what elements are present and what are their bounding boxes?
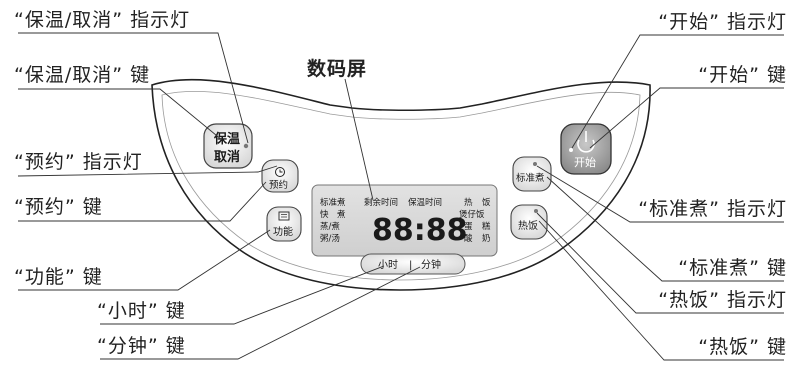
- hour-button[interactable]: 小时: [378, 259, 398, 271]
- callout-keep-warm-key: “保温/取消” 键: [14, 64, 151, 86]
- lcd-mode-yogurt-a: 酸: [464, 233, 473, 244]
- lcd-mode-yogurt-b: 奶: [482, 233, 491, 244]
- timer-button[interactable]: 预约: [261, 159, 299, 193]
- keep-warm-label: 保温: [213, 131, 240, 147]
- leader-standard-indicator: [536, 165, 784, 223]
- callout-start-key: “开始” 键: [698, 64, 787, 86]
- callout-standard-key: “标准煮” 键: [678, 257, 787, 279]
- leader-standard-key: [546, 176, 784, 282]
- callout-reheat-key: “热饭” 键: [698, 336, 787, 358]
- clock-icon: [275, 167, 285, 177]
- lcd-mode-claypot: 煲仔饭: [459, 209, 485, 220]
- callout-reheat-indicator: “热饭” 指示灯: [658, 289, 787, 311]
- reheat-indicator-light: [534, 209, 538, 213]
- leader-function-key: [18, 229, 271, 291]
- leader-hour-key: [100, 265, 385, 325]
- leader-start-key: [589, 87, 784, 149]
- callout-display: 数码屏: [307, 58, 368, 80]
- callout-function-key: “功能” 键: [14, 266, 103, 288]
- lcd-label-remaining: 剩余时间: [364, 197, 398, 208]
- callout-timer-key: “预约” 键: [14, 196, 103, 218]
- menu-icon: [278, 211, 290, 221]
- callout-start-indicator: “开始” 指示灯: [658, 11, 787, 33]
- lcd-mode-cake-b: 糕: [482, 221, 491, 232]
- cancel-label: 取消: [214, 149, 240, 165]
- start-button-label: 开始: [574, 155, 596, 169]
- lcd-mode-cake-a: 蛋: [464, 222, 473, 232]
- lcd-label-keepwarm: 保温时间: [408, 197, 442, 208]
- leader-start-indicator: [571, 34, 784, 149]
- keep-warm-indicator-light: [243, 143, 249, 149]
- minute-button[interactable]: 分钟: [421, 258, 441, 271]
- lcd-mode-porridge: 粥/汤: [320, 233, 340, 244]
- function-button-label: 功能: [273, 225, 293, 238]
- hour-minute-pill: [360, 253, 466, 275]
- leader-display: [344, 78, 374, 201]
- start-indicator-light: [569, 148, 573, 152]
- hour-button-label: 小时: [378, 259, 398, 271]
- lcd-digits: 88:88: [372, 213, 468, 248]
- timer-button-label: 预约: [269, 179, 288, 191]
- callout-minute-key: “分钟” 键: [97, 335, 186, 357]
- reheat-label: 热饭: [518, 219, 538, 232]
- start-button[interactable]: 开始: [560, 123, 612, 175]
- callout-standard-indicator: “标准煮” 指示灯: [638, 198, 787, 220]
- leader-keep-warm-key: [18, 88, 223, 141]
- leader-reheat-indicator: [536, 212, 784, 314]
- power-icon: [577, 139, 595, 153]
- standard-cook-label: 标准煮: [516, 172, 545, 184]
- callout-timer-indicator: “预约” 指示灯: [14, 151, 143, 173]
- function-button[interactable]: 功能: [266, 206, 302, 242]
- leader-reheat-key: [538, 220, 784, 361]
- panel-inner-edge: [161, 90, 641, 281]
- lcd-mode-quick: 快 煮: [320, 209, 346, 220]
- leader-keep-warm-indicator: [18, 32, 249, 144]
- reheat-button[interactable]: 热饭: [510, 204, 548, 240]
- leader-timer-indicator: [17, 165, 278, 177]
- callout-hour-key: “小时” 键: [97, 300, 186, 322]
- leader-minute-key: [100, 266, 421, 360]
- callout-keep-warm-indicator: “保温/取消” 指示灯: [14, 9, 191, 31]
- lcd-mode-steam: 蒸/煮: [320, 221, 340, 232]
- leader-lines: [17, 32, 784, 361]
- lcd-mode-reheat-a: 热: [464, 197, 473, 208]
- clock-hands: [279, 169, 283, 173]
- lcd-mode-reheat-b: 饭: [482, 197, 491, 208]
- standard-cook-button[interactable]: 标准煮: [512, 156, 552, 192]
- standard-cook-indicator-light: [533, 162, 537, 166]
- leader-timer-key: [18, 181, 267, 222]
- minute-button-label: 分钟: [421, 258, 441, 271]
- lcd-mode-standard: 标准煮: [320, 197, 346, 208]
- hour-minute-separator: |: [409, 260, 412, 271]
